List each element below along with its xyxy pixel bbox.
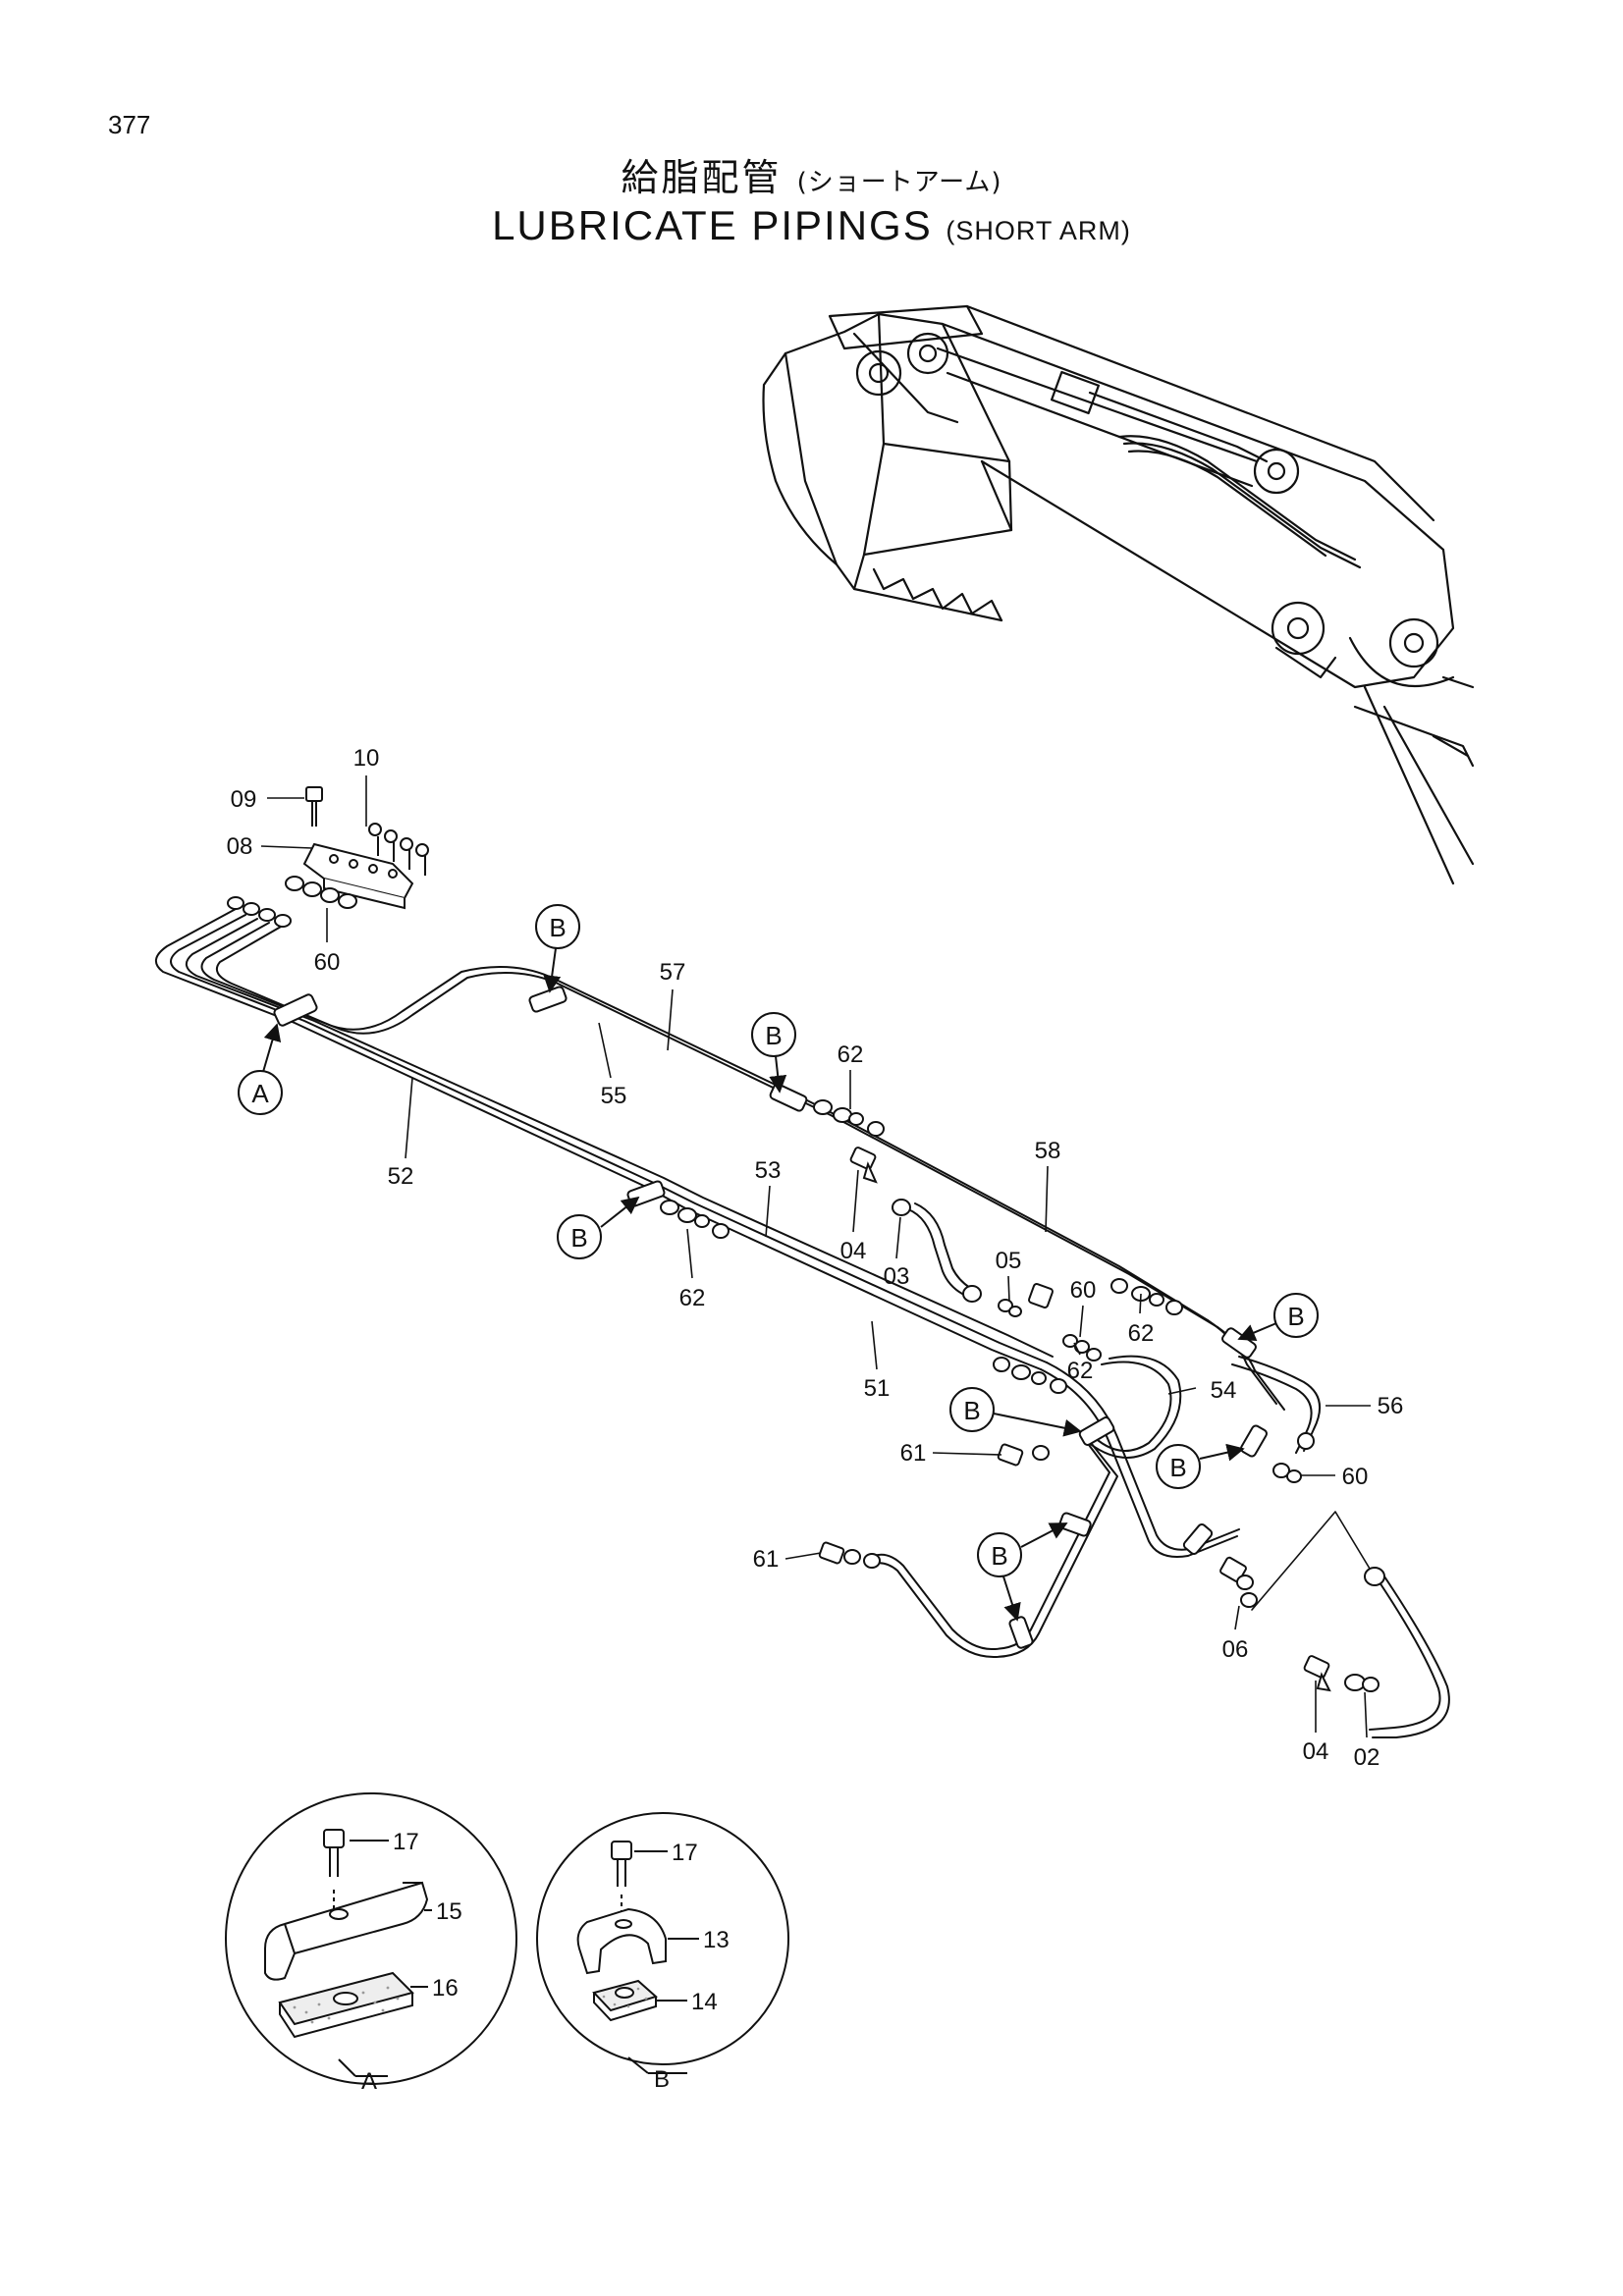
label-05: 05 [996,1248,1022,1274]
label-14: 14 [691,1989,718,2015]
label-10: 10 [353,745,380,772]
detail-b-caption: B [654,2066,670,2093]
label-62-a: 62 [838,1041,864,1068]
callout-b-5: B [949,1387,1082,1437]
label-62-c: 62 [1128,1320,1155,1347]
label-17-a: 17 [393,1829,419,1855]
title-japanese: 給脂配管 (ショートアーム) [0,147,1623,201]
title-en-sub: (SHORT ARM) [946,216,1131,245]
callout-b-7-label: B [991,1541,1007,1571]
part-number-labels: 09 10 08 60 57 55 52 62 58 53 04 03 62 0… [227,745,1404,1771]
label-09: 09 [231,786,257,813]
label-61-b: 61 [753,1546,780,1573]
callout-b-1: B [535,904,580,993]
detail-a-labels: 17 15 16 A [361,1829,462,2095]
detail-b-circle [536,1812,789,2065]
label-60-b: 60 [1070,1277,1097,1304]
label-60-a: 60 [314,949,341,976]
label-15: 15 [436,1898,462,1925]
callout-b-3: B [557,1196,640,1259]
page-number: 377 [108,110,151,139]
callout-b-7: B [977,1522,1068,1577]
callout-b-2-label: B [765,1021,782,1050]
fittings [660,1099,1385,1692]
label-56: 56 [1378,1393,1404,1419]
callout-b-2: B [751,1012,796,1094]
label-06: 06 [1222,1636,1249,1663]
label-62-d: 62 [1067,1358,1094,1384]
callout-bubbles: A B B B B [238,904,1319,1622]
callout-b-3-label: B [570,1223,587,1253]
title-jp-sub: (ショートアーム) [796,168,1002,197]
callout-a-label: A [251,1079,269,1108]
label-53: 53 [755,1157,782,1184]
detail-b-labels: 17 13 14 B [654,1840,730,2093]
label-61-a: 61 [900,1440,927,1467]
title-english: LUBRICATE PIPINGS (SHORT ARM) [0,202,1623,249]
excavator-arm-illustration [762,304,1475,885]
distributor-block [227,786,429,928]
label-55: 55 [601,1083,627,1109]
label-57: 57 [660,959,686,986]
detail-a-circle [225,1792,517,2085]
detail-a-caption: A [361,2068,377,2095]
label-13: 13 [703,1927,730,1953]
label-54: 54 [1211,1377,1237,1404]
callout-b-1-label: B [549,913,566,942]
label-62-b: 62 [679,1285,706,1311]
label-04-a: 04 [840,1238,867,1264]
leader-lines [260,775,1371,1738]
label-51: 51 [864,1375,891,1402]
callout-b-4: B [1237,1293,1319,1342]
callout-a: A [238,1023,283,1115]
label-17-b: 17 [672,1840,698,1866]
detail-view-b [536,1812,789,2074]
label-03: 03 [884,1263,910,1290]
label-52: 52 [388,1163,414,1190]
title-en-main: LUBRICATE PIPINGS [492,202,933,248]
callout-b-6: B [1156,1443,1245,1489]
pipe-runs [155,908,1450,1738]
title-jp-main: 給脂配管 [621,156,783,199]
label-58: 58 [1035,1138,1061,1164]
label-04-b: 04 [1303,1738,1329,1765]
label-60-c: 60 [1342,1464,1369,1490]
callout-b-5-label: B [963,1396,980,1425]
callout-b-4-label: B [1287,1302,1304,1331]
label-02: 02 [1354,1744,1380,1771]
callout-b-6-label: B [1169,1453,1186,1482]
detail-view-a [225,1792,517,2085]
label-08: 08 [227,833,253,860]
label-16: 16 [432,1975,459,2002]
